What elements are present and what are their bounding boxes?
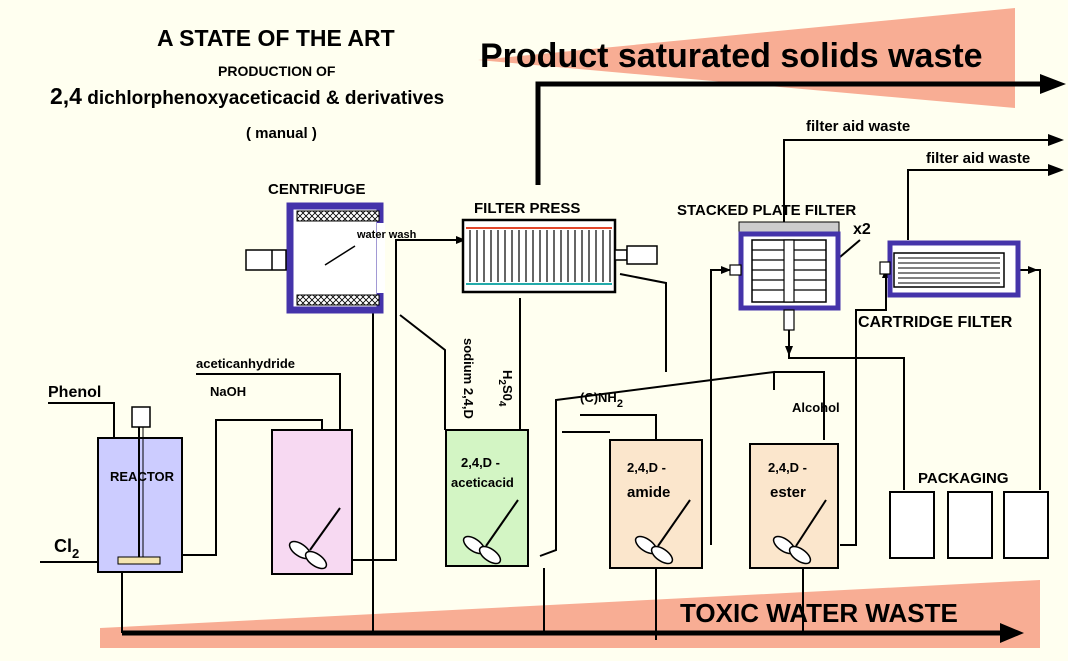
centrifuge [245,202,385,314]
package-container-2 [947,491,993,559]
toxic-water-banner: TOXIC WATER WASTE [680,598,958,628]
solids-waste-banner: Product saturated solids waste [480,37,983,75]
filter-aid-arrow-1-icon [1048,134,1064,146]
h2so4-input-label: H2S04 [496,370,515,407]
filter-aid-label-2: filter aid waste [926,150,1030,167]
filter-press [461,218,658,294]
solids-arrow-icon [1040,74,1066,94]
flow-arrow-icon [1028,266,1038,274]
aceticacid-tank-label-1: 2,4,D - [461,455,500,470]
flow-arrow-icon [785,346,793,356]
aceticacid-tank-label-2: aceticacid [451,475,514,490]
ester-tank-label-1: 2,4,D - [768,460,807,475]
mixing-tank [271,429,353,575]
package-container-3 [1003,491,1049,559]
flow-arrow-icon [721,266,731,274]
amide-tank [609,439,703,569]
stacked-filter-multiplier: x2 [853,221,871,238]
ester-tank-label-2: ester [770,484,806,501]
cnh2-input-label: (C)NH2 [580,390,623,410]
process-lines [40,239,1041,563]
cartridge-filter-label: CARTRIDGE FILTER [858,314,1013,331]
packaging-containers [889,491,1049,559]
cartridge-filter [879,240,1021,298]
water-wash-label: water wash [356,229,417,241]
amide-tank-label-2: amide [627,484,670,501]
aceticacid-tank [445,429,529,567]
filter-aid-label-1: filter aid waste [806,118,910,135]
naoh-input-label: NaOH [210,384,246,399]
water-arrow-icon [1000,623,1024,643]
title-line-1: A STATE OF THE ART [157,25,395,51]
centrifuge-label: CENTRIFUGE [268,181,366,198]
cl2-input-label: Cl2 [54,536,79,561]
stacked-plate-filter [729,221,841,331]
reactor [97,406,183,573]
ester-tank [749,443,839,569]
reactor-label: REACTOR [110,469,175,484]
sodium-input-label: sodium 2,4,D [461,338,476,419]
stacked-plate-filter-label: STACKED PLATE FILTER [677,202,856,219]
title-line-2: PRODUCTION OF [218,63,336,79]
amide-tank-label-1: 2,4,D - [627,460,666,475]
aceticanhydride-input-label: aceticanhydride [196,356,295,371]
title-line-4: ( manual ) [246,125,317,142]
filter-aid-arrow-2-icon [1048,164,1064,176]
package-container-1 [889,491,935,559]
phenol-input-label: Phenol [48,384,101,401]
alcohol-input-label: Alcohol [792,400,840,415]
flow-arrow-icon [456,236,466,244]
solids-waste-line [535,81,1040,185]
filter-aid-line-2 [907,169,1050,240]
filter-aid-line-1 [783,139,1050,225]
filter-press-label: FILTER PRESS [474,200,580,217]
title-line-3: 2,4 dichlorphenoxyaceticacid & derivativ… [50,83,444,109]
packaging-label: PACKAGING [918,470,1009,487]
drain-lines [121,560,804,640]
